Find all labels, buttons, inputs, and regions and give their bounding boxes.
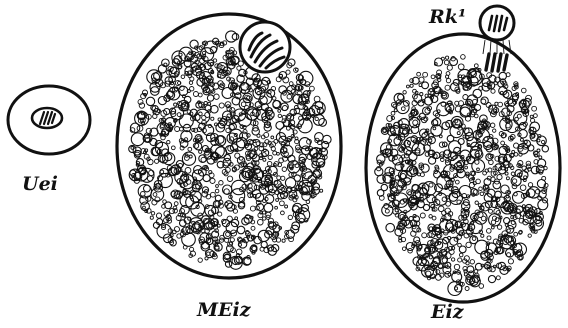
label-rk: Rk¹ [428,6,466,28]
primordial-egg-cell [8,86,90,154]
label-meiz: MEiz [196,299,252,321]
label-eiz: Eiz [430,301,465,323]
egg-cell [366,6,560,302]
mature-egg-cell [117,14,341,278]
polar-body [480,6,514,40]
label-uei: Uei [22,173,58,195]
